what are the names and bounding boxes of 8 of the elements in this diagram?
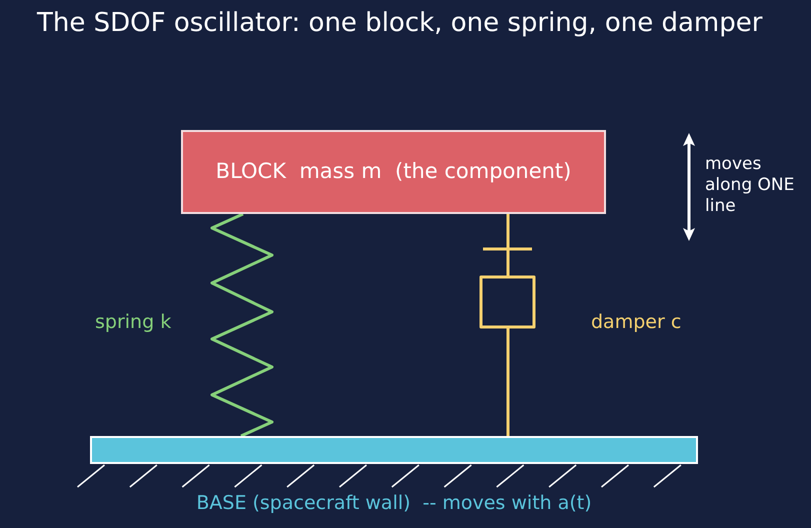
edge-label: damper c	[591, 311, 682, 334]
mass-block: BLOCK mass m (the component)	[181, 130, 606, 214]
edge-label: spring k	[95, 311, 172, 334]
damper-symbol	[480, 212, 536, 438]
motion-note: moves along ONE line	[705, 154, 796, 217]
base-caption: BASE (spacecraft wall) -- moves with a(t)	[196, 492, 592, 515]
spring-symbol	[210, 212, 274, 438]
diagram-title: The SDOF oscillator: one block, one spring, one damper	[37, 8, 762, 40]
